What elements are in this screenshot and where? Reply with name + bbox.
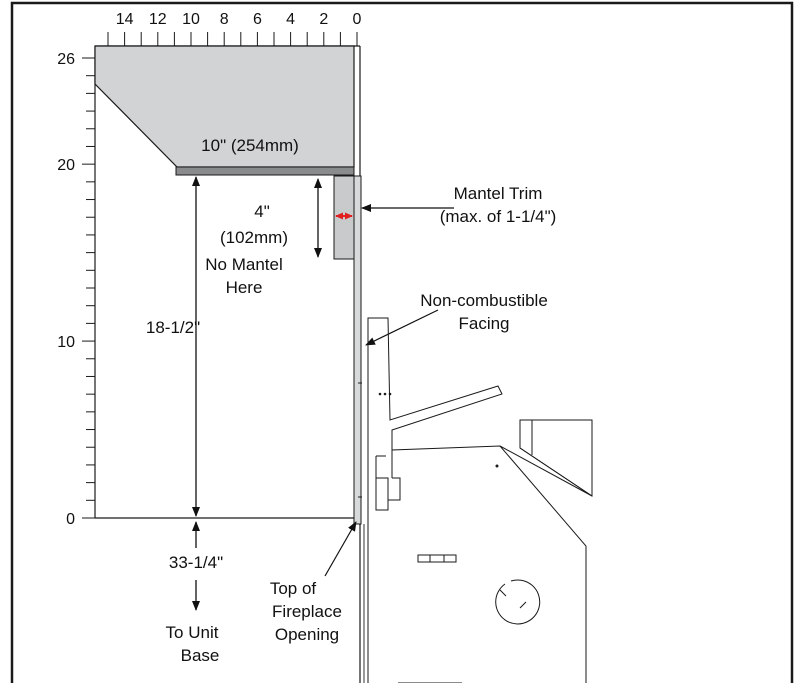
no-mantel-here-label: Here [226,278,263,297]
to-unit-label: To Unit [166,623,219,642]
top-ruler-label: 14 [116,11,134,28]
left-ruler-label: 26 [57,51,75,68]
facing-leader [365,309,439,346]
facing-label: Non-combustible [420,291,548,310]
left-ruler: 26 20 10 0 [57,46,96,528]
top-ruler-label: 10 [182,11,200,28]
clearance-4-mm-label: (102mm) [220,228,288,247]
fireplace-label: Fireplace [272,602,342,621]
top-ruler-label: 12 [149,11,167,28]
outer-frame [10,1,794,683]
clearance-4-label: 4" [254,202,270,221]
top-of-label: Top of [270,579,317,598]
height-18-label: 18-1/2" [146,318,200,337]
mantel-depth-label: 10" (254mm) [201,136,299,155]
top-ruler-label: 4 [286,11,295,28]
mantel-trim-label: Mantel Trim [454,184,543,203]
base-33-label: 33-1/4" [169,553,223,572]
top-ruler-label: 2 [319,11,328,28]
top-ruler-label: 6 [253,11,262,28]
opening-label: Opening [275,625,339,644]
top-opening-leader [324,521,357,577]
top-ruler-label: 8 [220,11,229,28]
left-ruler-label: 0 [66,511,75,528]
top-ruler-label: 0 [353,11,362,28]
left-ruler-label: 20 [57,157,75,174]
fireplace-unit-outline [358,317,593,683]
left-ruler-label: 10 [57,334,75,351]
mantel-trim-max-label: (max. of 1-1/4") [440,207,557,226]
mantel-shelf [175,166,355,176]
facing-label-2: Facing [458,314,509,333]
non-combustible-facing-strip [353,175,362,525]
top-ruler: 14 12 10 8 6 4 2 0 [95,11,362,47]
mantel-trim-block [333,175,355,260]
no-mantel-label: No Mantel [205,255,282,274]
to-unit-base-label: Base [181,646,220,665]
